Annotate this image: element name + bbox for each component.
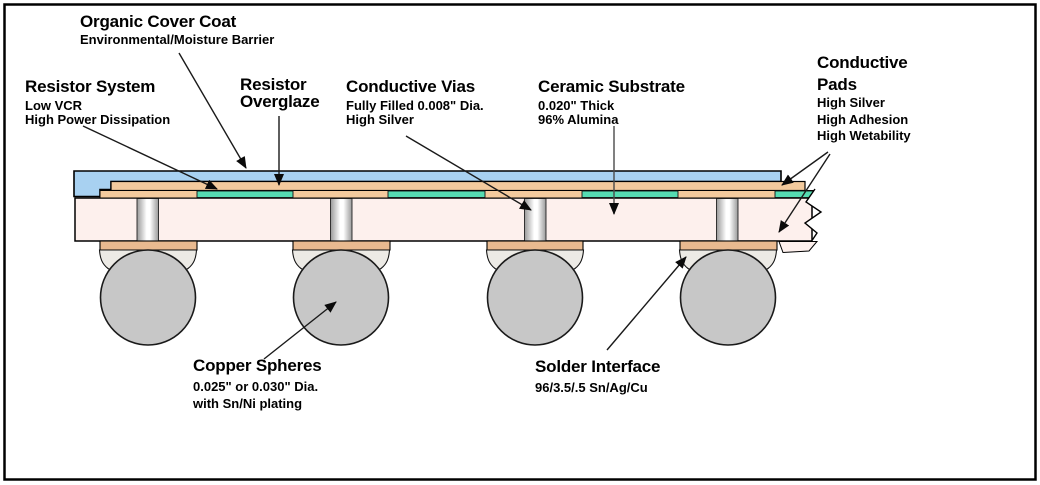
label-line: with Sn/Ni plating: [193, 395, 303, 411]
leader-conductive-vias: [405, 135, 532, 211]
label-solder-interface: Solder Interface 96/3.5/.5 Sn/Ag/Cu: [535, 357, 660, 397]
copper-sphere-1: [99, 249, 197, 346]
diagram-border: [3, 3, 1037, 481]
pad-1: [99, 240, 198, 251]
label-line: Fully Filled 0.008" Dia.: [346, 98, 484, 113]
via-4: [716, 198, 739, 242]
label-organic-cover-coat: Organic Cover Coat Environmental/Moistur…: [80, 12, 274, 47]
label-line: Low VCR: [25, 98, 83, 113]
label-line: High Adhesion: [817, 111, 909, 127]
ceramic-substrate-layer: [74, 197, 813, 242]
label-conductive-pads: Conductive Pads High Silver High Adhesio…: [817, 52, 911, 145]
conductive-vias-group: [136, 198, 739, 242]
label-title: Conductive: [817, 53, 908, 72]
resistor-overglaze-layer: [110, 180, 806, 192]
label-resistor-system: Resistor System Low VCR High Power Dissi…: [25, 77, 170, 126]
label-copper-spheres: Copper Spheres 0.025" or 0.030" Dia. wit…: [193, 356, 322, 412]
label-title: Overglaze: [240, 91, 320, 111]
conductive-pads-group: [99, 240, 778, 251]
pad-3: [486, 240, 584, 251]
pad-4: [679, 240, 778, 251]
label-conductive-vias: Conductive Vias Fully Filled 0.008" Dia.…: [346, 77, 484, 127]
break-mask: [805, 189, 848, 242]
label-line: 96% Alumina: [538, 111, 619, 127]
label-title: Ceramic Substrate: [538, 77, 685, 96]
resistor-segment-3: [581, 190, 679, 198]
label-title: Organic Cover Coat: [80, 12, 237, 31]
label-line: 96/3.5/.5 Sn/Ag/Cu: [535, 380, 648, 395]
resistor-segment-2: [387, 190, 486, 198]
label-line: High Silver: [817, 95, 885, 110]
label-line: 0.020" Thick: [538, 98, 615, 113]
label-title: Resistor: [240, 75, 307, 94]
leader-conductive-pads-top: [781, 151, 829, 186]
label-ceramic-substrate: Ceramic Substrate 0.020" Thick 96% Alumi…: [538, 77, 685, 126]
copper-sphere-2: [292, 249, 390, 346]
via-2: [330, 198, 353, 242]
leader-conductive-pads-bottom: [778, 153, 831, 233]
label-line: High Wetability: [817, 128, 911, 144]
via-3: [524, 198, 547, 242]
leader-copper-spheres: [263, 301, 337, 360]
leader-lines: [82, 52, 831, 360]
copper-sphere-4: [679, 249, 777, 346]
leader-resistor-system: [82, 125, 218, 190]
label-title: Solder Interface: [535, 357, 661, 376]
label-line: 0.025" or 0.030" Dia.: [193, 379, 319, 394]
break-zigzag-edge: [803, 188, 823, 243]
leader-organic-cover-coat: [178, 52, 247, 169]
label-resistor-overglaze: Resistor Overglaze: [240, 75, 320, 111]
solder-fillets-group: [98, 249, 778, 278]
via-1: [136, 198, 159, 242]
resistor-segment-1: [196, 190, 294, 198]
copper-sphere-3: [486, 249, 584, 346]
label-title: Conductive Vias: [346, 77, 475, 96]
label-title: Resistor System: [25, 77, 156, 96]
label-line: High Power Dissipation: [25, 111, 171, 127]
label-line: High Silver: [346, 112, 414, 128]
leader-solder-interface: [606, 256, 687, 351]
pad-2: [292, 240, 391, 251]
break-wedge: [778, 241, 819, 254]
label-title: Pads: [817, 74, 857, 94]
resistor-segments-group: [196, 190, 816, 198]
copper-spheres-group: [99, 249, 777, 346]
label-title: Copper Spheres: [193, 356, 322, 375]
label-line: Environmental/Moisture Barrier: [80, 32, 275, 47]
